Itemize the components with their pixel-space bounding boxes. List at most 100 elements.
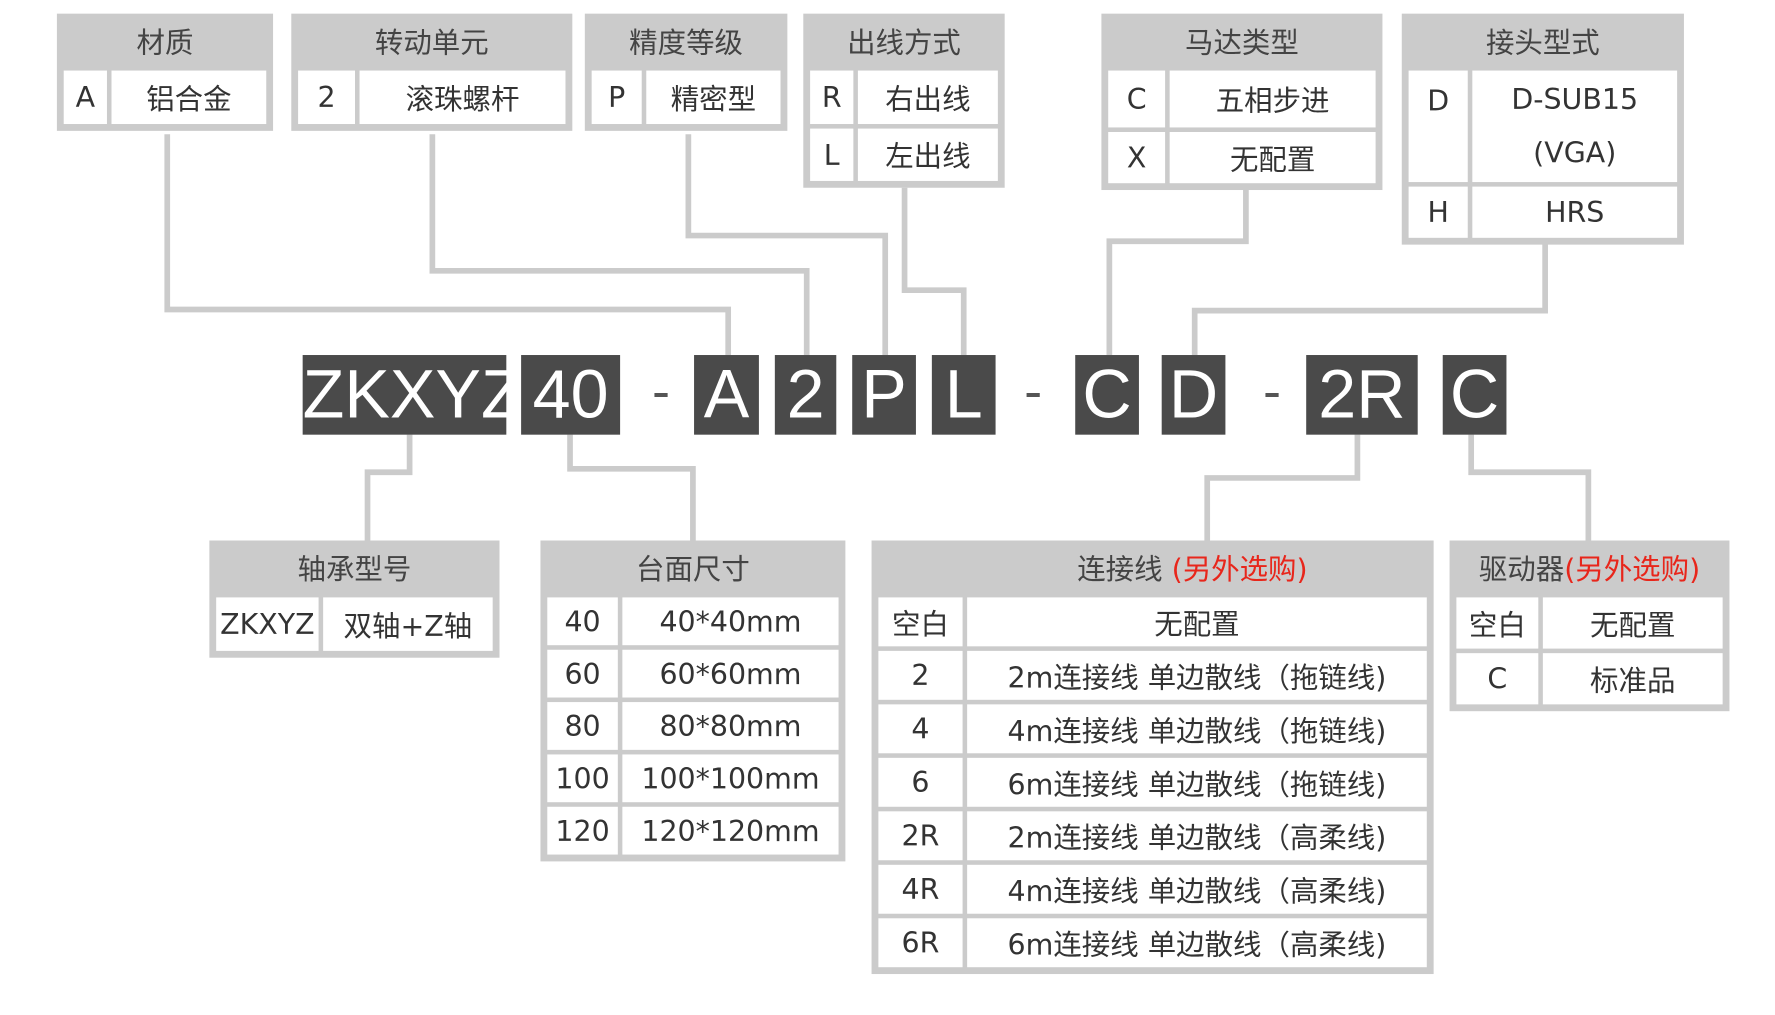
line-bearing xyxy=(364,434,413,541)
line-transmission xyxy=(429,134,810,356)
option-desc: 2m连接线 单边散线（高柔线) xyxy=(967,811,1427,861)
option-code: 6R xyxy=(878,918,963,968)
motor-title: 马达类型 xyxy=(1185,26,1299,60)
option-code: 60 xyxy=(547,649,618,698)
line-outlet xyxy=(901,187,967,356)
option-desc: 120*120mm xyxy=(622,806,839,855)
option-code: 空白 xyxy=(878,597,963,647)
option-desc: 标准品 xyxy=(1542,653,1723,705)
option-code: 80 xyxy=(547,702,618,750)
transmission-title: 转动单元 xyxy=(374,26,489,60)
code-cable: 2R xyxy=(1306,355,1418,435)
option-code: 120 xyxy=(547,806,618,855)
code-transmission: 2 xyxy=(774,355,837,435)
option-desc: HRS xyxy=(1472,186,1678,238)
option-desc: 右出线 xyxy=(857,70,998,125)
option-code: A xyxy=(63,70,107,125)
code-motor: C xyxy=(1075,355,1139,435)
option-desc: 100*100mm xyxy=(622,754,839,803)
option-row: 空白无配置 xyxy=(1456,597,1723,649)
precision-title: 精度等级 xyxy=(629,26,743,60)
code-driver: C xyxy=(1442,355,1507,435)
option-desc: 4m连接线 单边散线（拖链线) xyxy=(967,704,1427,754)
option-code: 40 xyxy=(547,597,618,646)
option-code: R xyxy=(810,70,854,125)
option-desc: 无配置 xyxy=(1169,131,1376,184)
option-desc: 60*60mm xyxy=(622,649,839,698)
outlet-title: 出线方式 xyxy=(847,26,961,60)
option-desc: 精密型 xyxy=(646,70,781,125)
connector-title: 接头型式 xyxy=(1485,26,1600,60)
option-code: 空白 xyxy=(1456,597,1539,649)
option-desc: 4m连接线 单边散线（高柔线) xyxy=(967,864,1427,914)
option-desc: 6m连接线 单边散线（拖链线) xyxy=(967,757,1427,807)
option-desc: 80*80mm xyxy=(622,702,839,750)
material-title: 材质 xyxy=(136,26,194,60)
cable-note: (另外选购) xyxy=(1171,553,1308,587)
code-material: A xyxy=(694,355,759,435)
option-code: X xyxy=(1108,131,1166,184)
option-code: 6 xyxy=(878,757,963,807)
option-desc: 无配置 xyxy=(1542,597,1723,649)
code-size: 40 xyxy=(521,355,621,435)
option-code: D xyxy=(1408,70,1468,183)
line-precision xyxy=(685,134,889,356)
option-code: 2 xyxy=(878,650,963,700)
option-desc: 2m连接线 单边散线（拖链线) xyxy=(967,650,1427,700)
option-desc: 无配置 xyxy=(967,597,1427,647)
option-code: 4 xyxy=(878,704,963,754)
option-code: ZKXYZ xyxy=(216,597,319,651)
option-desc: D-SUB15 xyxy=(1511,83,1639,117)
option-code: 2R xyxy=(878,811,963,861)
option-code: P xyxy=(591,70,642,125)
line-motor xyxy=(1106,190,1249,356)
option-code: L xyxy=(810,128,854,181)
code-precision: P xyxy=(852,355,916,435)
cable-title: 连接线 xyxy=(1077,553,1163,587)
bearing-title: 轴承型号 xyxy=(297,553,412,587)
option-code: 2 xyxy=(298,70,355,125)
option-desc-line2: (VGA) xyxy=(1533,136,1617,170)
code-outlet: L xyxy=(931,355,996,435)
code-dash: - xyxy=(1024,362,1043,422)
option-row: 空白无配置 xyxy=(878,597,1427,647)
line-driver xyxy=(1468,434,1592,541)
option-desc: 双轴+Z轴 xyxy=(323,597,493,651)
code-dash: - xyxy=(1263,362,1282,422)
option-desc: 6m连接线 单边散线（高柔线) xyxy=(967,918,1427,968)
line-material xyxy=(164,134,732,356)
option-code: 100 xyxy=(547,754,618,803)
option-desc: 铝合金 xyxy=(111,70,267,125)
option-desc: 40*40mm xyxy=(622,597,839,646)
line-connector xyxy=(1191,243,1548,356)
option-desc: 滚珠螺杆 xyxy=(359,70,566,125)
option-desc: 左出线 xyxy=(857,128,998,181)
option-code: C xyxy=(1456,653,1539,705)
driver-note: (另外选购) xyxy=(1564,553,1701,587)
line-cable xyxy=(1204,434,1361,541)
option-code: H xyxy=(1408,186,1468,238)
line-table-size xyxy=(567,434,696,541)
option-code: C xyxy=(1108,70,1166,128)
